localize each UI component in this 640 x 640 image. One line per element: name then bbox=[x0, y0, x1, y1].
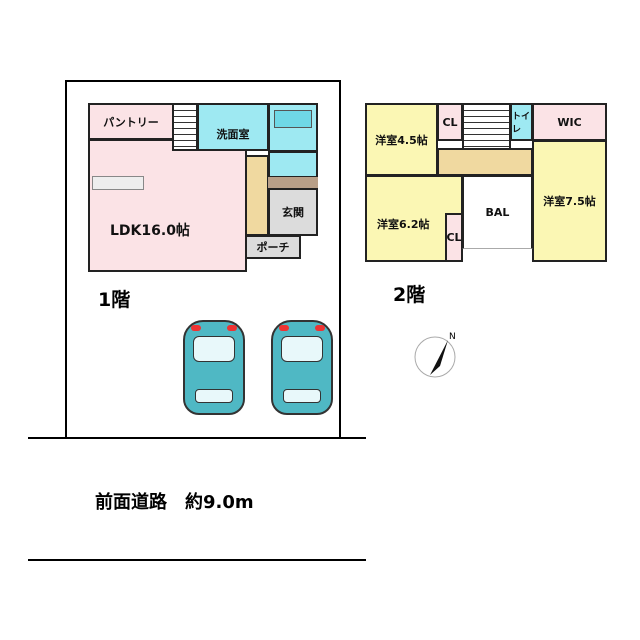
lot-line-top bbox=[65, 80, 341, 82]
compass-north-label: N bbox=[449, 332, 456, 342]
lot-line-right bbox=[339, 80, 341, 438]
cl2-label: CL bbox=[446, 231, 462, 244]
car-icon bbox=[183, 320, 245, 415]
road-edge-top bbox=[28, 437, 366, 439]
compass-icon: N bbox=[412, 330, 462, 380]
road-label: 前面道路 約9.0m bbox=[95, 492, 254, 513]
toilet-label: トイレ bbox=[512, 112, 531, 135]
wic: WIC bbox=[532, 103, 607, 141]
room-pantry: パントリー bbox=[88, 103, 172, 141]
hall bbox=[245, 155, 269, 236]
room-western-7-5: 洋室7.5帖 bbox=[532, 140, 607, 262]
washroom-label: 洗面室 bbox=[216, 128, 250, 141]
floor1-label: 1階 bbox=[98, 289, 131, 311]
ldk-label: LDK16.0帖 bbox=[110, 223, 190, 239]
room-toilet bbox=[268, 151, 318, 178]
closet-2: CL bbox=[445, 213, 463, 262]
hall-2f bbox=[437, 148, 533, 176]
balcony: BAL bbox=[462, 175, 533, 249]
room-western-4-5: 洋室4.5帖 bbox=[365, 103, 438, 176]
entrance-label: 玄関 bbox=[282, 206, 304, 219]
room-bath bbox=[268, 103, 318, 152]
step-strip bbox=[268, 177, 318, 189]
closet-1: CL bbox=[437, 103, 463, 141]
room-porch: ポーチ bbox=[245, 235, 301, 259]
wic-label: WIC bbox=[557, 115, 582, 129]
room-washroom: 洗面室 bbox=[197, 103, 269, 151]
floor2-label: 2階 bbox=[393, 284, 426, 306]
road-edge-bottom bbox=[28, 559, 366, 561]
room-entrance: 玄関 bbox=[268, 188, 318, 236]
stairs-2f bbox=[462, 103, 511, 151]
cl1-label: CL bbox=[442, 115, 458, 129]
room-toilet-2f: トイレ bbox=[510, 103, 533, 141]
room45-label: 洋室4.5帖 bbox=[375, 133, 428, 147]
lot-line-left bbox=[65, 80, 67, 438]
stairs bbox=[172, 103, 198, 151]
bal-label: BAL bbox=[485, 206, 510, 219]
porch-label: ポーチ bbox=[256, 241, 290, 254]
room62-label: 洋室6.2帖 bbox=[377, 217, 430, 231]
kitchen-counter bbox=[92, 176, 144, 190]
pantry-label: パントリー bbox=[103, 115, 159, 129]
car-icon bbox=[271, 320, 333, 415]
room75-label: 洋室7.5帖 bbox=[543, 195, 596, 208]
